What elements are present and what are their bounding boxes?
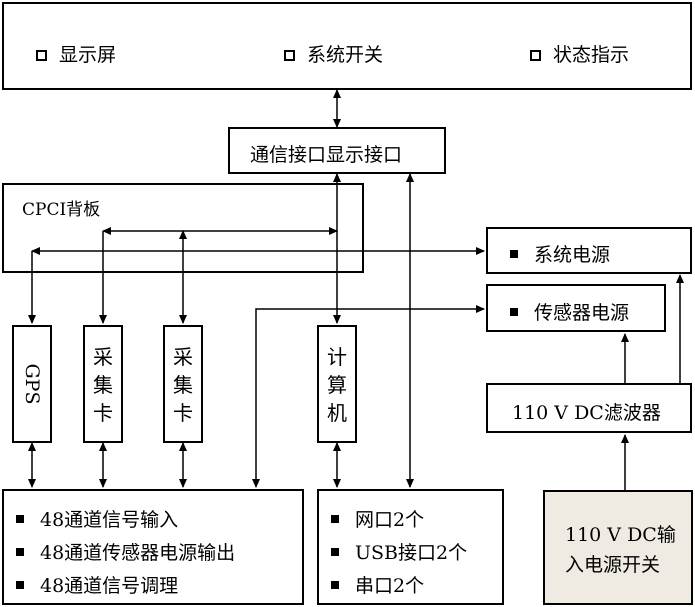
daq-card-2-label: 采集卡 bbox=[173, 345, 193, 425]
system-power-item: 系统电源 bbox=[510, 240, 610, 267]
system-power-box: 系统电源 bbox=[486, 227, 692, 274]
filter-box: 110 V DC滤波器 bbox=[486, 383, 692, 433]
daq-card-1: 采集卡 bbox=[83, 325, 123, 443]
backplane-label: CPCI背板 bbox=[22, 200, 101, 220]
daq-card-1-label: 采集卡 bbox=[93, 345, 113, 425]
display-item: 显示屏 bbox=[36, 40, 116, 67]
gps-module: GPS bbox=[12, 325, 52, 443]
bullet-icon bbox=[16, 548, 24, 556]
bullet-icon bbox=[16, 581, 24, 589]
input-switch-line2: 入电源开关 bbox=[565, 554, 661, 576]
gps-label: GPS bbox=[21, 363, 43, 405]
port-item-serial: 串口2个 bbox=[331, 571, 424, 598]
top-panel: 显示屏 系统开关 状态指示 bbox=[2, 2, 692, 90]
ports-panel: 网口2个 USB接口2个 串口2个 bbox=[317, 489, 504, 605]
checkbox-icon bbox=[284, 50, 295, 61]
io-item-signal-input: 48通道信号输入 bbox=[16, 505, 178, 532]
wire-sensor-io bbox=[252, 305, 485, 488]
bullet-icon bbox=[510, 250, 518, 258]
bullet-icon bbox=[331, 515, 339, 523]
daq-card-2: 采集卡 bbox=[163, 325, 203, 443]
computer-module: 计算机 bbox=[317, 325, 357, 443]
io-panel: 48通道信号输入 48通道传感器电源输出 48通道信号调理 bbox=[2, 489, 304, 605]
bullet-icon bbox=[16, 515, 24, 523]
system-switch-item: 系统开关 bbox=[284, 40, 383, 67]
port-item-ethernet: 网口2个 bbox=[331, 505, 424, 532]
comm-interface-box: 通信接口显示接口 bbox=[228, 127, 446, 174]
comm-interface-label: 通信接口显示接口 bbox=[250, 144, 403, 166]
port-item-usb: USB接口2个 bbox=[331, 538, 467, 565]
input-switch-line1: 110 V DC输 bbox=[565, 524, 676, 546]
input-power-switch-box: 110 V DC输 入电源开关 bbox=[543, 490, 693, 605]
status-indicator-item: 状态指示 bbox=[530, 40, 629, 67]
checkbox-icon bbox=[530, 50, 541, 61]
sensor-power-box: 传感器电源 bbox=[486, 284, 666, 332]
bullet-icon bbox=[510, 308, 518, 316]
bullet-icon bbox=[331, 581, 339, 589]
cpci-backplane: CPCI背板 bbox=[2, 183, 364, 273]
io-item-signal-conditioning: 48通道信号调理 bbox=[16, 571, 178, 598]
bullet-icon bbox=[331, 548, 339, 556]
filter-label: 110 V DC滤波器 bbox=[512, 402, 661, 424]
io-item-sensor-power-output: 48通道传感器电源输出 bbox=[16, 538, 235, 565]
sensor-power-item: 传感器电源 bbox=[510, 298, 629, 325]
computer-label: 计算机 bbox=[327, 345, 347, 425]
checkbox-icon bbox=[36, 50, 47, 61]
